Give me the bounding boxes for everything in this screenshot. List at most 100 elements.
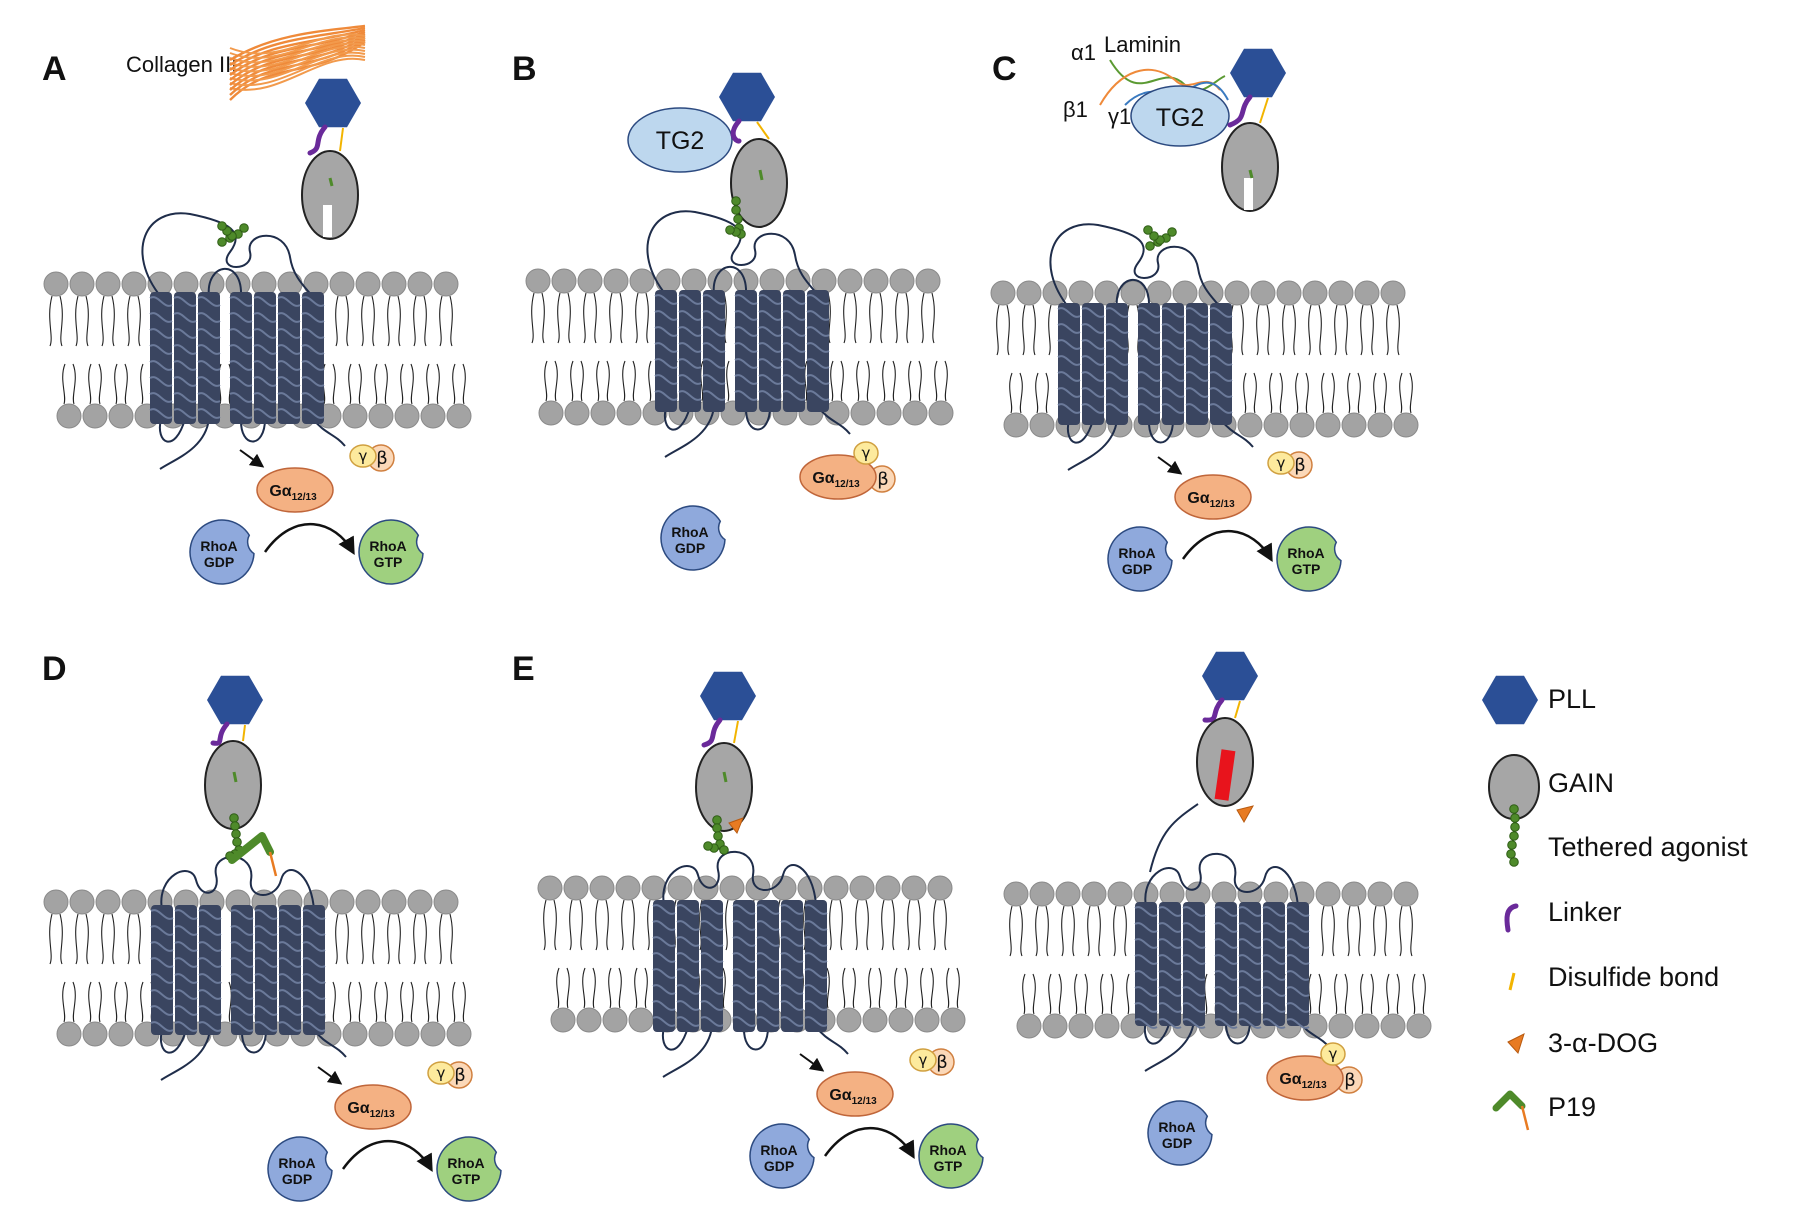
gain-receptor-stalk <box>1149 803 1199 873</box>
lipid-head <box>811 268 837 294</box>
g-alpha-subscript: 12/13 <box>852 1096 877 1107</box>
linker <box>730 118 742 144</box>
gdp-gtp-exchange-arrow <box>823 1127 915 1160</box>
panel-label-b: B <box>512 50 537 88</box>
rhoa-gtp-line1: RhoA <box>447 1155 484 1171</box>
disulfide-bond <box>1234 700 1241 719</box>
lipid-head <box>564 400 590 426</box>
lipid-head <box>108 403 134 429</box>
transmembrane-helix <box>758 290 782 412</box>
rhoa-gdp-line1: RhoA <box>1158 1119 1195 1135</box>
g-beta-label: β <box>1344 1070 1356 1091</box>
transmembrane-helix <box>1286 902 1310 1029</box>
lipid-head <box>1029 881 1055 907</box>
lipid-head <box>1393 412 1419 438</box>
lipid-head <box>927 875 953 901</box>
linker <box>1202 697 1225 723</box>
lipid-head <box>1302 280 1328 306</box>
lipid-head <box>1224 280 1250 306</box>
legend-item-tethered-agonist: Tethered agonist <box>1506 804 1748 867</box>
disulfide-bond <box>1259 97 1269 124</box>
tg2: TG2 <box>627 107 733 173</box>
lipid-head <box>1328 1013 1354 1039</box>
transmembrane-helix <box>278 905 302 1035</box>
agonist-bead <box>1149 231 1159 241</box>
panel-label-a: A <box>42 50 67 88</box>
lipid-head <box>667 875 693 901</box>
lipid-head <box>538 400 564 426</box>
lipid-head <box>537 875 563 901</box>
g-alpha-subscript: 12/13 <box>1302 1080 1327 1091</box>
legend-label-p19: P19 <box>1548 1092 1596 1122</box>
rhoa-gtp-line2: GTP <box>1292 561 1321 577</box>
lipid-head <box>56 403 82 429</box>
transmembrane-helix <box>804 900 828 1032</box>
pll-hexagon <box>1230 48 1286 98</box>
lipid-head <box>355 271 381 297</box>
rhoa-gtp-line1: RhoA <box>929 1142 966 1158</box>
pll-gain-module <box>204 675 263 830</box>
collagen-iii-label: Collagen III <box>126 52 237 77</box>
lipid-head <box>1029 412 1055 438</box>
disulfide-bond <box>242 724 246 742</box>
lipid-head <box>1406 1013 1432 1039</box>
pll-gain-module <box>695 671 756 832</box>
transmembrane-helix <box>1262 902 1286 1029</box>
lipid-head <box>901 875 927 901</box>
rhoa-gtp-line1: RhoA <box>369 538 406 554</box>
lipid-head <box>990 280 1016 306</box>
lipid-head <box>1237 412 1263 438</box>
lipid-head <box>407 271 433 297</box>
lipid-head <box>915 268 941 294</box>
lipid-head <box>862 1007 888 1033</box>
lipid-head <box>342 403 368 429</box>
gain-domain <box>1221 122 1279 212</box>
tethered-agonist <box>1143 225 1177 251</box>
linker <box>701 717 723 748</box>
tg2-label: TG2 <box>1156 104 1205 132</box>
tethered-agonist <box>725 196 746 239</box>
g-gamma <box>427 1061 455 1085</box>
g-alpha <box>799 454 877 500</box>
lipid-head <box>1354 280 1380 306</box>
lipid-head <box>888 1007 914 1033</box>
g-alpha-symbol: Gα <box>812 470 834 487</box>
legend-item-disulfide: Disulfide bond <box>1508 962 1719 992</box>
lipid-head <box>1393 881 1419 907</box>
agonist-bead <box>1143 225 1153 235</box>
lipid-head <box>1380 1013 1406 1039</box>
agonist-bead <box>1506 849 1516 859</box>
activation-arrow <box>799 1053 825 1072</box>
transmembrane-helix <box>1158 902 1182 1029</box>
activation-arrow <box>239 449 265 468</box>
g-alpha-subscript: 12/13 <box>370 1109 395 1120</box>
agonist-bead <box>725 225 735 235</box>
transmembrane-helix <box>197 292 221 424</box>
lipid-head <box>1068 280 1094 306</box>
lipid-head <box>420 403 446 429</box>
lipid-head <box>1107 881 1133 907</box>
g-gamma <box>909 1048 937 1072</box>
lipid-head <box>551 268 577 294</box>
agonist-bead <box>1509 804 1519 814</box>
agonist-stub <box>758 169 764 181</box>
g-alpha-12-13: Gα12/13 <box>256 467 334 513</box>
lipid-head <box>836 1007 862 1033</box>
lipid-bilayer <box>537 875 966 1033</box>
transmembrane-helix <box>676 900 700 1032</box>
lipid-head <box>1328 280 1354 306</box>
rhoa-gdp-line2: GDP <box>764 1158 794 1174</box>
lipid-head <box>616 400 642 426</box>
seven-tm-receptor <box>141 212 346 470</box>
agonist-bead <box>713 831 723 841</box>
lipid-head <box>407 889 433 915</box>
panel-label-d: D <box>42 650 67 688</box>
